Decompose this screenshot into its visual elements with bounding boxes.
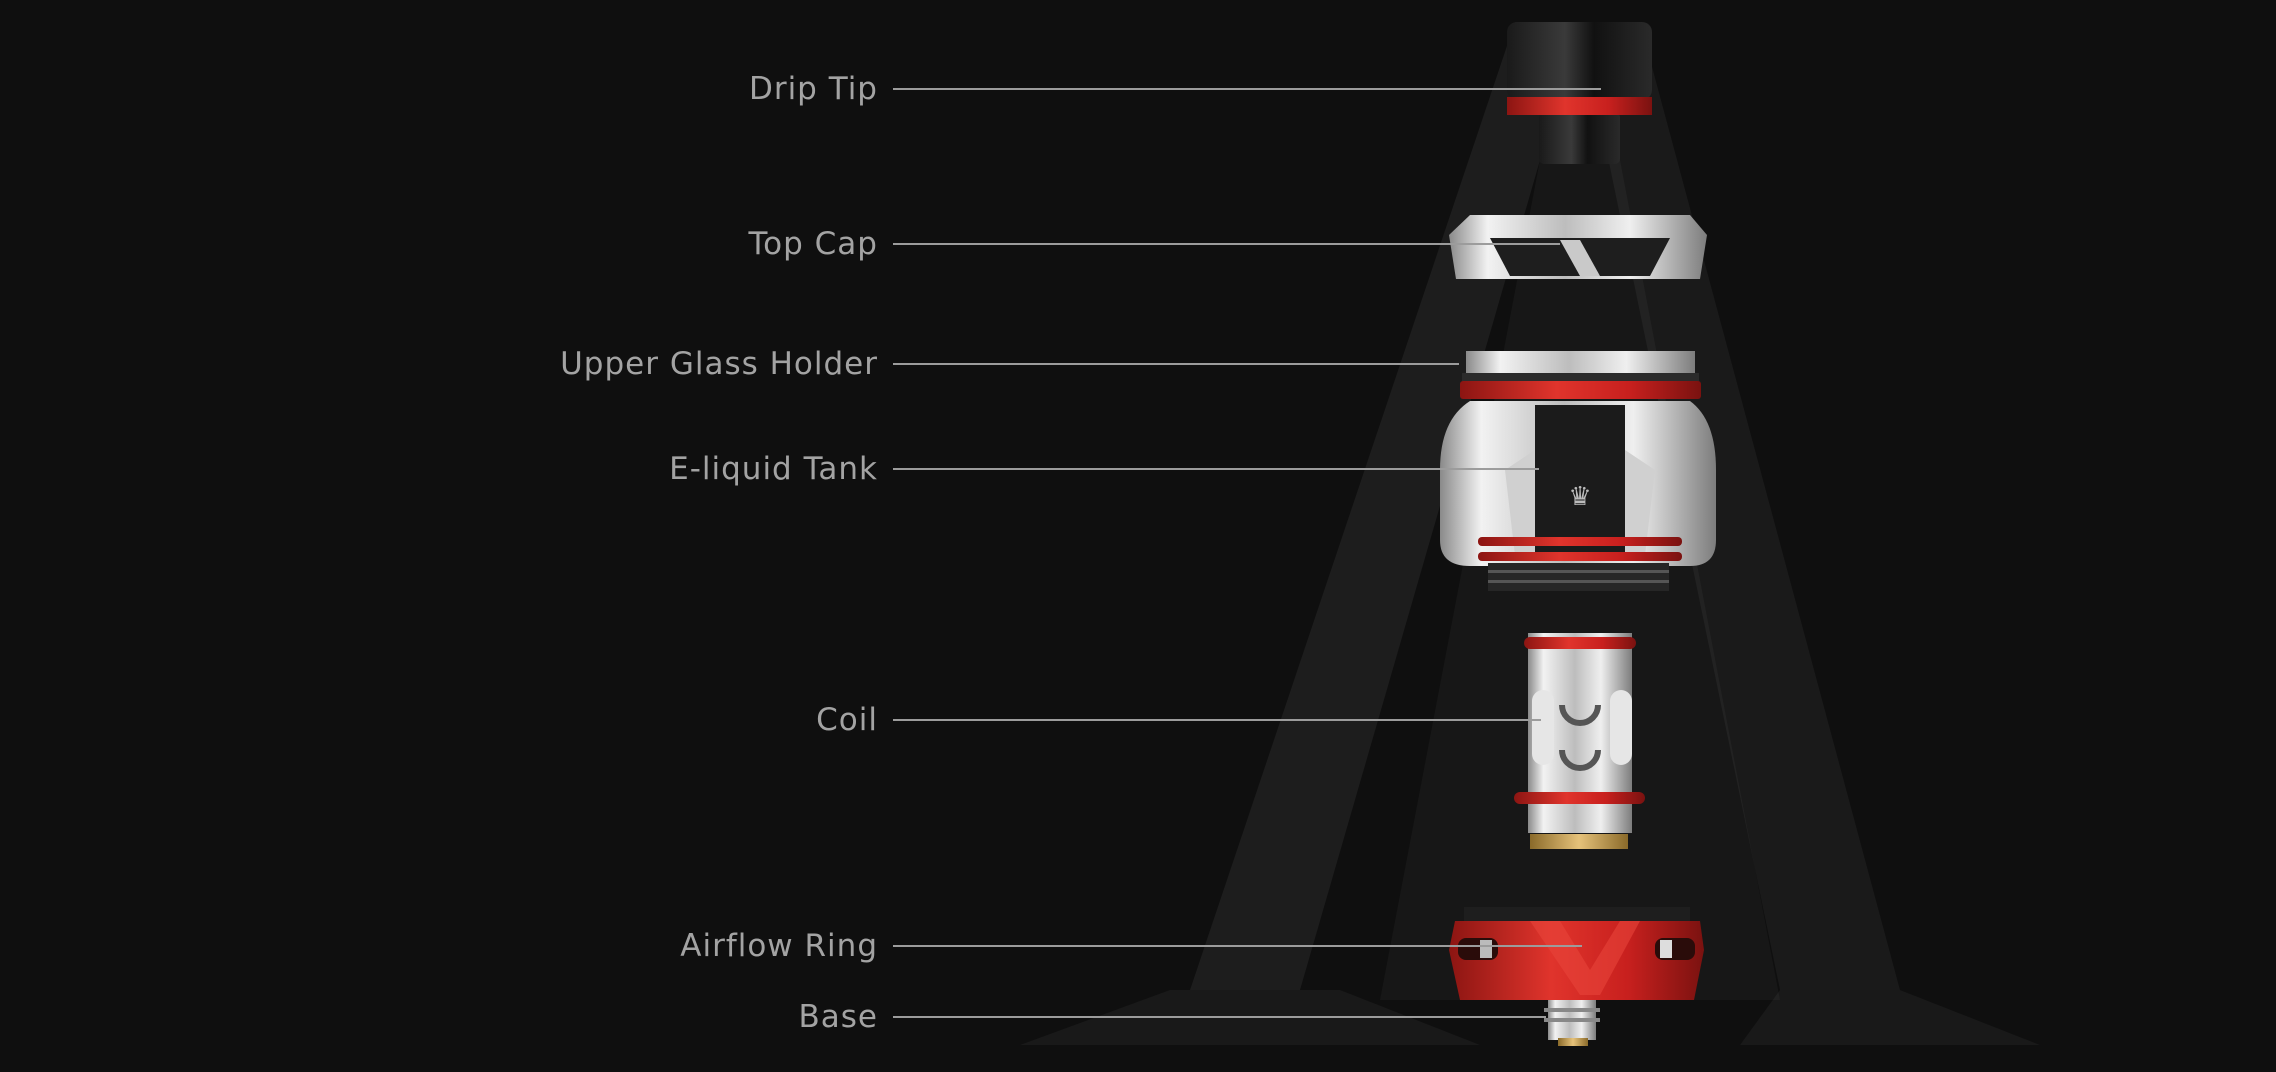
label-upper-glass-holder: Upper Glass Holder xyxy=(560,346,878,382)
label-coil: Coil xyxy=(816,702,878,738)
leader-line-upper-glass-holder xyxy=(893,363,1459,365)
leader-line-drip-tip xyxy=(893,88,1601,90)
airflow-ring-part xyxy=(1449,907,1704,1000)
leader-line-coil xyxy=(893,719,1541,721)
coil-part xyxy=(1514,633,1645,849)
leader-line-base xyxy=(893,1016,1546,1018)
leader-line-top-cap xyxy=(893,243,1560,245)
e-liquid-tank-part: ♛ xyxy=(1440,401,1716,591)
base-part xyxy=(1544,1000,1600,1046)
svg-text:♛: ♛ xyxy=(1568,482,1591,512)
label-drip-tip: Drip Tip xyxy=(748,71,878,107)
leader-line-e-liquid-tank xyxy=(893,468,1539,470)
label-top-cap: Top Cap xyxy=(748,226,878,262)
label-airflow-ring: Airflow Ring xyxy=(680,928,878,964)
label-base: Base xyxy=(798,999,878,1035)
leader-line-airflow-ring xyxy=(893,945,1582,947)
drip-tip-part xyxy=(1507,22,1652,164)
top-cap-part xyxy=(1449,215,1707,279)
label-e-liquid-tank: E-liquid Tank xyxy=(669,451,878,487)
upper-glass-holder-part xyxy=(1460,351,1701,399)
